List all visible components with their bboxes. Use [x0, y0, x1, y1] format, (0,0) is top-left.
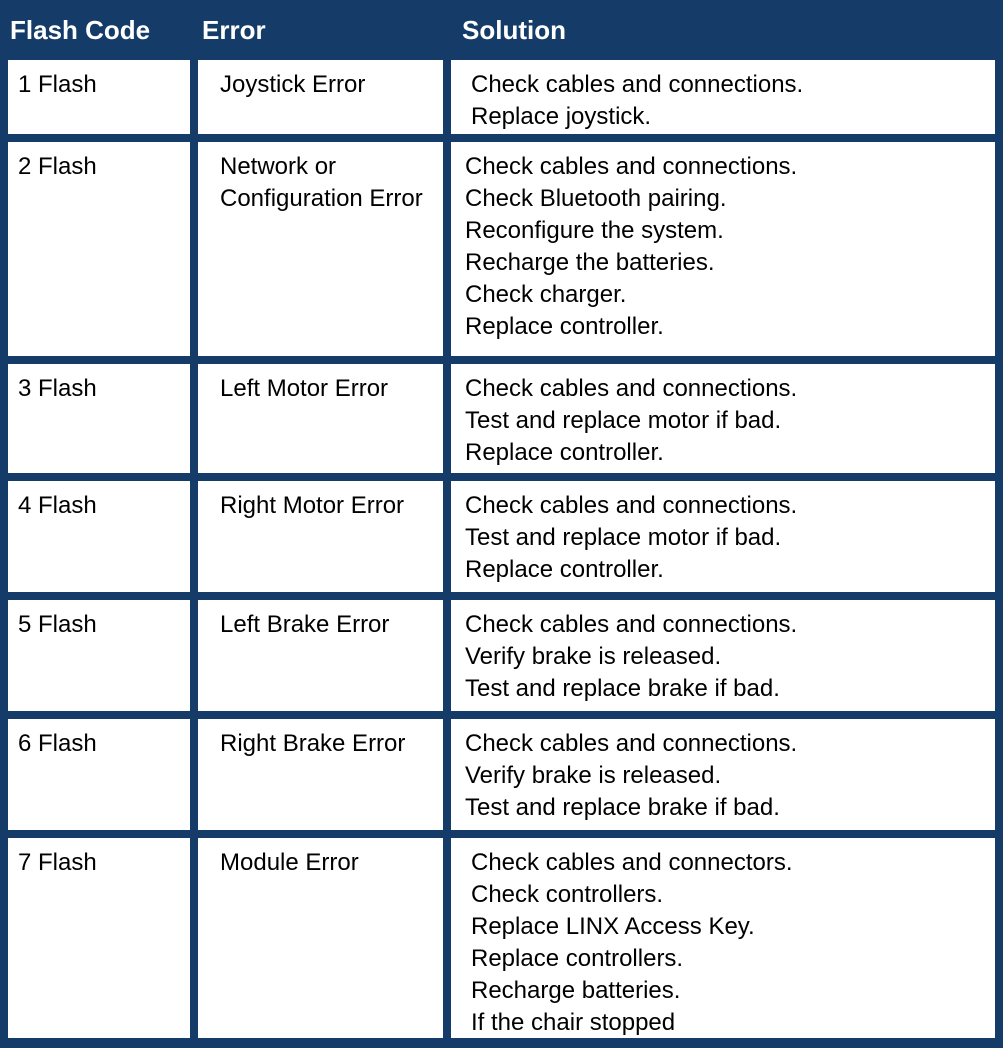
cell-flash-code: 5 Flash [8, 600, 190, 711]
cell-solution: Check cables and connections. Replace jo… [451, 60, 995, 134]
cell-error: Module Error [198, 838, 443, 1038]
cell-flash-code: 4 Flash [8, 481, 190, 592]
cell-solution: Check cables and connections. Test and r… [451, 481, 995, 592]
solution-line: Reconfigure the system. [465, 217, 724, 244]
column-header-solution: Solution [443, 0, 1003, 60]
solution-line: Recharge the batteries. [465, 249, 715, 276]
solution-line: Replace controller. [465, 313, 664, 340]
column-header-flash-code: Flash Code [0, 0, 190, 60]
solution-line: If the chair stopped [471, 1009, 676, 1036]
table-row: 3 Flash Left Motor Error Check cables an… [0, 364, 1003, 473]
solution-line: Check cables and connections. [465, 153, 798, 180]
cell-solution: Check cables and connections. Test and r… [451, 364, 995, 473]
solution-line: Test and replace motor if bad. [465, 524, 782, 551]
cell-error: Left Motor Error [198, 364, 443, 473]
solution-line: Check cables and connections. [465, 375, 798, 402]
solution-line: Check cables and connections. [465, 611, 798, 638]
solution-line: Replace controller. [465, 439, 664, 466]
solution-line: Check controllers. [471, 881, 664, 908]
table-row: 4 Flash Right Motor Error Check cables a… [0, 481, 1003, 592]
solution-line: Check charger. [465, 281, 627, 308]
cell-solution: Check cables and connectors. Check contr… [451, 838, 995, 1038]
solution-line: Test and replace brake if bad. [465, 675, 780, 702]
solution-line: Verify brake is released. [465, 762, 722, 789]
solution-line: Replace controllers. [471, 945, 684, 972]
cell-flash-code: 1 Flash [8, 60, 190, 134]
row-divider [0, 830, 1003, 838]
cell-error: Left Brake Error [198, 600, 443, 711]
table-row: 7 Flash Module Error Check cables and co… [0, 838, 1003, 1038]
row-divider [0, 134, 1003, 142]
solution-line: Recharge batteries. [471, 977, 681, 1004]
cell-error: Right Motor Error [198, 481, 443, 592]
cell-flash-code: 7 Flash [8, 838, 190, 1038]
solution-line: Replace joystick. [471, 103, 652, 130]
solution-line: Check cables and connections. [465, 730, 798, 757]
solution-line: Test and replace brake if bad. [465, 794, 780, 821]
table-body: 1 Flash Joystick Error Check cables and … [0, 60, 1003, 1048]
solution-line: Test and replace motor if bad. [465, 407, 782, 434]
solution-line: Check cables and connectors. [471, 849, 793, 876]
cell-flash-code: 6 Flash [8, 719, 190, 830]
table-row: 2 Flash Network or Configuration Error C… [0, 142, 1003, 356]
row-divider [0, 356, 1003, 364]
solution-line: Replace LINX Access Key. [471, 913, 755, 940]
cell-error: Right Brake Error [198, 719, 443, 830]
solution-line: Check Bluetooth pairing. [465, 185, 727, 212]
table-row: 5 Flash Left Brake Error Check cables an… [0, 600, 1003, 711]
cell-error: Network or Configuration Error [198, 142, 443, 356]
table-row: 6 Flash Right Brake Error Check cables a… [0, 719, 1003, 830]
cell-flash-code: 3 Flash [8, 364, 190, 473]
solution-line: Check cables and connections. [471, 71, 804, 98]
cell-flash-code: 2 Flash [8, 142, 190, 356]
table-row: 1 Flash Joystick Error Check cables and … [0, 60, 1003, 134]
solution-line: Replace controller. [465, 556, 664, 583]
cell-error: Joystick Error [198, 60, 443, 134]
row-divider [0, 711, 1003, 719]
solution-line: Check cables and connections. [465, 492, 798, 519]
cell-solution: Check cables and connections. Verify bra… [451, 600, 995, 711]
row-divider [0, 592, 1003, 600]
table-header-row: Flash Code Error Solution [0, 0, 1003, 60]
column-header-error: Error [190, 0, 443, 60]
row-divider [0, 473, 1003, 481]
cell-solution: Check cables and connections. Verify bra… [451, 719, 995, 830]
solution-line: Verify brake is released. [465, 643, 722, 670]
cell-solution: Check cables and connections. Check Blue… [451, 142, 995, 356]
table-bottom-border [0, 1038, 1003, 1048]
